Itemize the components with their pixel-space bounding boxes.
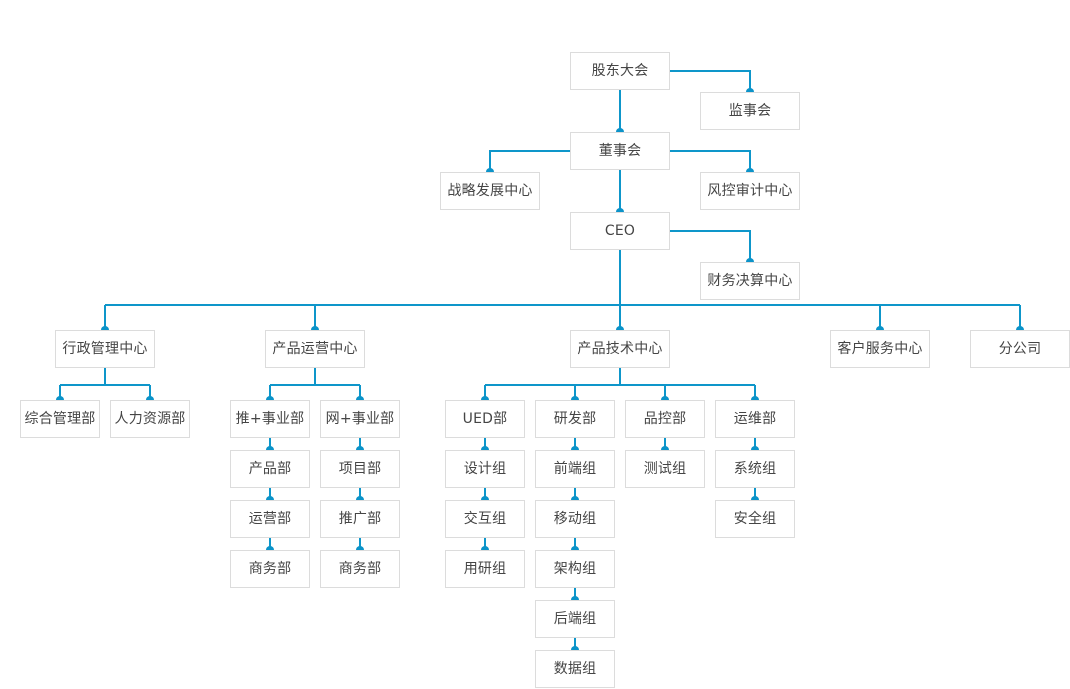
org-node[interactable]: 前端组	[535, 450, 615, 488]
org-node[interactable]: 网+事业部	[320, 400, 400, 438]
org-node-label: 董事会	[598, 143, 642, 159]
org-node-label: 交互组	[463, 511, 507, 527]
org-node-label: 商务部	[248, 561, 292, 577]
org-node[interactable]: 监事会	[700, 92, 800, 130]
org-node[interactable]: 股东大会	[570, 52, 670, 90]
org-node-label: 研发部	[553, 411, 597, 427]
org-node-label: 产品运营中心	[272, 341, 358, 357]
org-node[interactable]: 推广部	[320, 500, 400, 538]
org-node[interactable]: 研发部	[535, 400, 615, 438]
org-node[interactable]: CEO	[570, 212, 670, 250]
org-node[interactable]: 财务决算中心	[700, 262, 800, 300]
org-node-label: 测试组	[643, 461, 687, 477]
org-node-label: 移动组	[553, 511, 597, 527]
org-node-label: 用研组	[463, 561, 507, 577]
org-node[interactable]: 董事会	[570, 132, 670, 170]
connector-elbow-left	[489, 150, 570, 172]
org-node[interactable]: 商务部	[320, 550, 400, 588]
org-node[interactable]: 客户服务中心	[830, 330, 930, 368]
org-node-label: 架构组	[553, 561, 597, 577]
org-node[interactable]: 测试组	[625, 450, 705, 488]
org-node[interactable]: 安全组	[715, 500, 795, 538]
org-node[interactable]: 系统组	[715, 450, 795, 488]
org-node-label: 前端组	[553, 461, 597, 477]
org-node[interactable]: 项目部	[320, 450, 400, 488]
org-node-label: 运维部	[733, 411, 777, 427]
org-node-label: 产品部	[248, 461, 292, 477]
org-node-label: 设计组	[463, 461, 507, 477]
org-node-label: 风控审计中心	[707, 183, 793, 199]
org-node[interactable]: 运维部	[715, 400, 795, 438]
org-node-label: 系统组	[733, 461, 777, 477]
org-node-label: 财务决算中心	[707, 273, 793, 289]
org-node[interactable]: 移动组	[535, 500, 615, 538]
org-node[interactable]: 商务部	[230, 550, 310, 588]
org-node-label: 安全组	[733, 511, 777, 527]
org-node[interactable]: 数据组	[535, 650, 615, 688]
connector-tree	[484, 368, 756, 400]
org-node[interactable]: 架构组	[535, 550, 615, 588]
org-node-label: 运营部	[248, 511, 292, 527]
org-node[interactable]: 行政管理中心	[55, 330, 155, 368]
org-node[interactable]: 战略发展中心	[440, 172, 540, 210]
org-node-label: 产品技术中心	[577, 341, 663, 357]
org-node[interactable]: UED部	[445, 400, 525, 438]
org-node-label: 推广部	[338, 511, 382, 527]
connector-elbow-right	[670, 150, 751, 172]
org-node-label: 后端组	[553, 611, 597, 627]
org-node[interactable]: 品控部	[625, 400, 705, 438]
org-node[interactable]: 产品运营中心	[265, 330, 365, 368]
org-node[interactable]: 设计组	[445, 450, 525, 488]
org-node[interactable]: 风控审计中心	[700, 172, 800, 210]
org-node-label: 网+事业部	[325, 411, 395, 427]
org-node-label: CEO	[604, 223, 636, 239]
org-node-label: 项目部	[338, 461, 382, 477]
org-node[interactable]: 用研组	[445, 550, 525, 588]
org-node-label: 数据组	[553, 661, 597, 677]
org-node-label: UED部	[462, 411, 508, 427]
connector-tree	[269, 368, 361, 400]
org-node-label: 监事会	[728, 103, 772, 119]
org-node-label: 推+事业部	[235, 411, 305, 427]
connector-elbow-right	[670, 70, 751, 92]
org-node-label: 品控部	[643, 411, 687, 427]
org-node[interactable]: 产品部	[230, 450, 310, 488]
connector-tree	[59, 368, 151, 400]
org-node-label: 商务部	[338, 561, 382, 577]
org-node[interactable]: 后端组	[535, 600, 615, 638]
org-node[interactable]: 产品技术中心	[570, 330, 670, 368]
connector-elbow-right	[670, 230, 751, 262]
org-node[interactable]: 推+事业部	[230, 400, 310, 438]
org-node-label: 战略发展中心	[447, 183, 533, 199]
org-node[interactable]: 交互组	[445, 500, 525, 538]
org-node-label: 人力资源部	[114, 411, 186, 427]
org-node-label: 分公司	[998, 341, 1042, 357]
org-node[interactable]: 运营部	[230, 500, 310, 538]
org-node-label: 股东大会	[591, 63, 649, 79]
org-node[interactable]: 人力资源部	[110, 400, 190, 438]
org-node[interactable]: 综合管理部	[20, 400, 100, 438]
org-node-label: 客户服务中心	[837, 341, 923, 357]
org-node[interactable]: 分公司	[970, 330, 1070, 368]
org-node-label: 行政管理中心	[62, 341, 148, 357]
org-node-label: 综合管理部	[24, 411, 96, 427]
